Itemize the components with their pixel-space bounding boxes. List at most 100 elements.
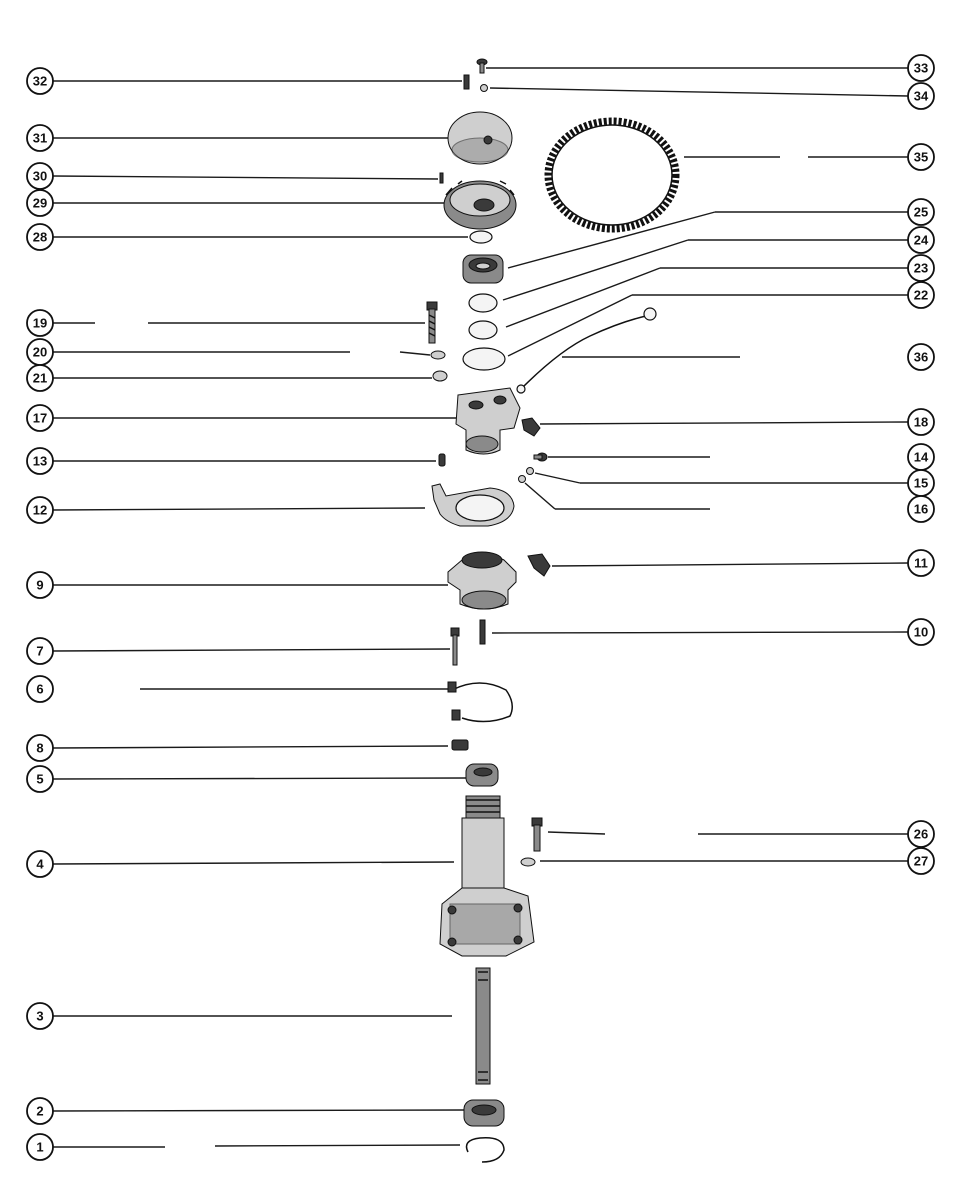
callout-34: 34 [907, 82, 935, 110]
screw-part [476, 58, 488, 74]
callout-22: 22 [907, 281, 935, 309]
leader-18 [539, 421, 909, 425]
svg-text:4: 4 [36, 857, 44, 872]
svg-text:7: 7 [36, 644, 43, 659]
leader-34 [489, 87, 909, 97]
parts [426, 58, 680, 1163]
strap-clamp-part [447, 681, 513, 723]
callout-31: 31 [26, 124, 54, 152]
callout-28: 28 [26, 223, 54, 251]
svg-text:20: 20 [33, 345, 47, 360]
svg-text:11: 11 [914, 556, 928, 571]
callout-15: 15 [907, 469, 935, 497]
callout-32: 32 [26, 67, 54, 95]
callout-9: 9 [26, 571, 54, 599]
nut-part-13 [438, 453, 446, 467]
callout-5: 5 [26, 765, 54, 793]
svg-text:2: 2 [36, 1104, 43, 1119]
leader-7 [52, 648, 451, 652]
callouts: 32 31 30 29 28 19 20 21 17 13 12 9 7 6 8… [26, 54, 935, 1161]
svg-text:5: 5 [36, 772, 43, 787]
ground-strap-part [516, 307, 657, 394]
callout-19: 19 [26, 309, 54, 337]
leader-10 [491, 631, 909, 634]
svg-text:9: 9 [36, 578, 43, 593]
callout-7: 7 [26, 637, 54, 665]
svg-text:16: 16 [914, 502, 928, 517]
impeller-cover-part [447, 111, 513, 165]
svg-text:34: 34 [914, 89, 929, 104]
snap-ring-part-1 [465, 1137, 505, 1163]
svg-text:15: 15 [914, 476, 928, 491]
nut-part-8 [451, 739, 469, 751]
callout-17: 17 [26, 404, 54, 432]
leader-12 [52, 507, 426, 511]
callout-35: 35 [907, 143, 935, 171]
pin-part [463, 74, 470, 90]
svg-text:36: 36 [914, 350, 928, 365]
callout-12: 12 [26, 496, 54, 524]
svg-text:25: 25 [914, 205, 928, 220]
svg-text:30: 30 [33, 169, 47, 184]
pin-part-10 [479, 619, 486, 645]
callout-33: 33 [907, 54, 935, 82]
washer-part-15 [526, 467, 534, 475]
leader-25 [507, 211, 716, 269]
bearing-part [462, 254, 504, 284]
drive-belt-part [544, 117, 680, 233]
washer-part-27 [520, 857, 536, 867]
leader-16 [524, 482, 556, 510]
lower-housing-part-9 [447, 551, 517, 610]
drive-shaft-part [475, 967, 491, 1085]
clamp-bracket-part [431, 483, 515, 527]
svg-text:32: 32 [33, 74, 47, 89]
callout-10: 10 [907, 618, 935, 646]
svg-text:10: 10 [914, 625, 928, 640]
bearing-part-5 [465, 763, 499, 787]
leader-1b [214, 1144, 461, 1147]
lock-washer-part-20 [430, 350, 446, 360]
washer-part-21 [432, 370, 448, 382]
leader-20b [399, 351, 431, 356]
callout-25: 25 [907, 198, 935, 226]
svg-text:26: 26 [914, 827, 928, 842]
svg-text:17: 17 [33, 411, 47, 426]
svg-text:3: 3 [36, 1009, 43, 1024]
leader-26a [547, 831, 606, 835]
o-ring-part-22 [462, 347, 506, 371]
screw-part-7 [450, 627, 460, 666]
pulley-part [443, 180, 517, 230]
svg-text:29: 29 [33, 196, 47, 211]
elbow-fitting-part-18 [521, 417, 541, 437]
callout-1: 1 [26, 1133, 54, 1161]
svg-text:12: 12 [33, 503, 47, 518]
housing-part-17 [455, 387, 521, 455]
main-housing-part-4 [439, 795, 535, 957]
svg-text:31: 31 [33, 131, 47, 146]
clip-part-24 [468, 293, 498, 313]
svg-text:1: 1 [36, 1140, 43, 1155]
screw-part-14 [533, 452, 548, 462]
callout-11: 11 [907, 549, 935, 577]
callout-3: 3 [26, 1002, 54, 1030]
bolt-part-19 [426, 301, 438, 344]
callout-14: 14 [907, 443, 935, 471]
svg-text:35: 35 [914, 150, 928, 165]
leader-5 [52, 777, 467, 780]
bearing-part-2 [463, 1099, 505, 1127]
svg-text:28: 28 [33, 230, 47, 245]
callout-29: 29 [26, 189, 54, 217]
callout-24: 24 [907, 226, 935, 254]
leader-11 [551, 562, 909, 567]
leader-lines [52, 67, 909, 1148]
leader-2 [52, 1109, 465, 1112]
svg-text:19: 19 [33, 316, 47, 331]
callout-30: 30 [26, 162, 54, 190]
callout-26: 26 [907, 820, 935, 848]
leader-23 [505, 267, 661, 328]
elbow-fitting-part-11 [527, 553, 551, 577]
leader-24 [502, 239, 689, 301]
key-part [439, 172, 444, 184]
callout-2: 2 [26, 1097, 54, 1125]
washer-part-16 [518, 475, 526, 483]
